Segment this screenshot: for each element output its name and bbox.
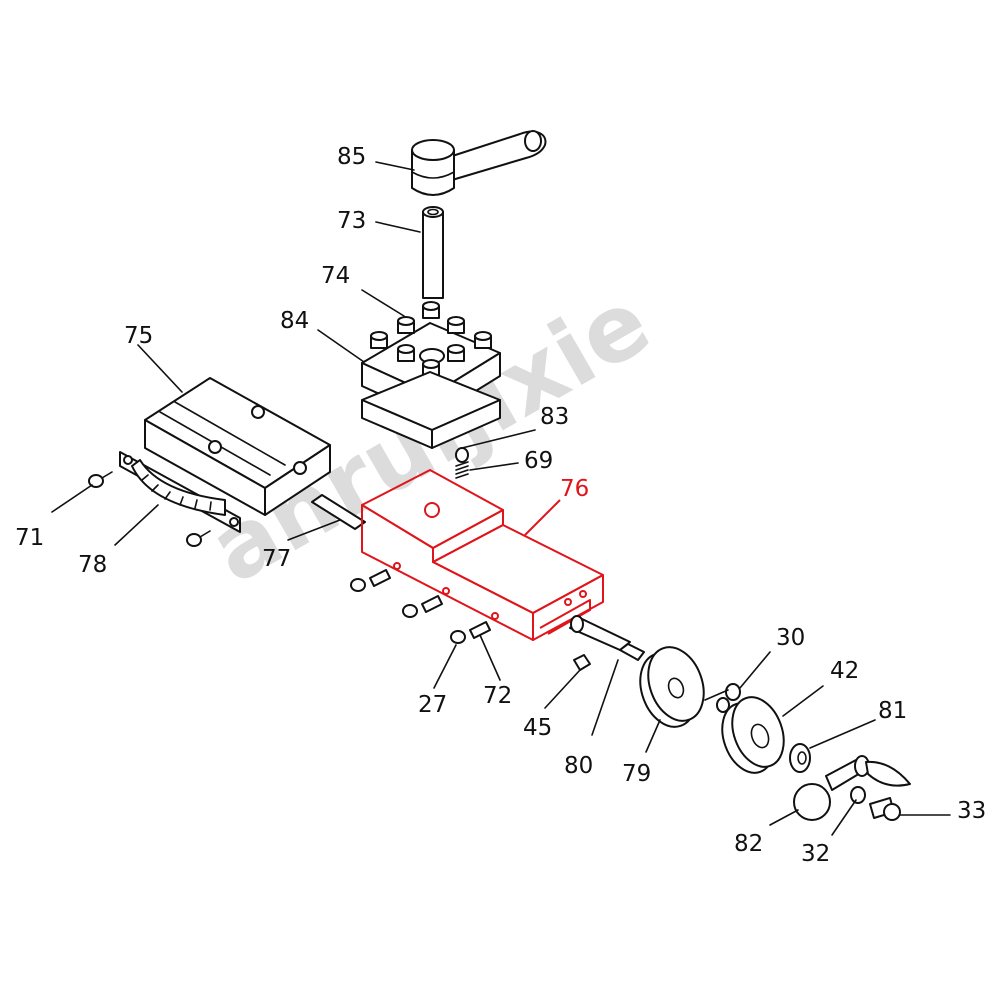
callout-75: 75 — [124, 323, 153, 349]
callout-30: 30 — [776, 625, 805, 651]
part-30-screws — [704, 683, 741, 713]
part-82-ball-handle — [793, 755, 911, 821]
part-32-washer — [850, 786, 866, 804]
callout-27: 27 — [418, 692, 447, 718]
part-71-screws — [88, 471, 211, 547]
part-42-collar — [721, 696, 785, 774]
part-73-stud — [422, 206, 444, 299]
part-33-screw — [869, 797, 901, 821]
callout-83: 83 — [540, 404, 569, 430]
callout-73: 73 — [337, 208, 366, 234]
callout-69: 69 — [524, 448, 553, 474]
callout-72: 72 — [483, 683, 512, 709]
part-74-bolts — [370, 301, 492, 377]
callout-32: 32 — [801, 841, 830, 867]
part-79-dial — [639, 646, 705, 728]
part-83-plate — [361, 371, 501, 449]
callout-79: 79 — [622, 761, 651, 787]
callout-71: 71 — [15, 525, 44, 551]
part-78-scale — [119, 451, 241, 533]
leader-lines — [51, 161, 951, 836]
callout-labels: 85 73 74 84 75 83 69 76 71 78 77 30 42 8… — [15, 144, 986, 867]
callout-84: 84 — [280, 308, 309, 334]
part-76-compound-slide — [361, 469, 604, 641]
callout-78: 78 — [78, 552, 107, 578]
callout-76: 76 — [560, 476, 589, 502]
part-27-nuts — [350, 578, 466, 644]
callout-42: 42 — [830, 658, 859, 684]
callout-77: 77 — [262, 546, 291, 572]
part-81-spacer — [789, 743, 811, 773]
part-72-screws — [369, 569, 491, 639]
callout-74: 74 — [321, 263, 350, 289]
callout-82: 82 — [734, 831, 763, 857]
part-75-compound-base — [144, 377, 331, 516]
callout-45: 45 — [523, 715, 552, 741]
callout-80: 80 — [564, 753, 593, 779]
part-45-key — [573, 654, 591, 671]
callout-81: 81 — [878, 698, 907, 724]
callout-85: 85 — [337, 144, 366, 170]
callout-33: 33 — [957, 798, 986, 824]
part-80-leadscrew — [569, 615, 645, 661]
part-85-handle — [411, 130, 547, 196]
